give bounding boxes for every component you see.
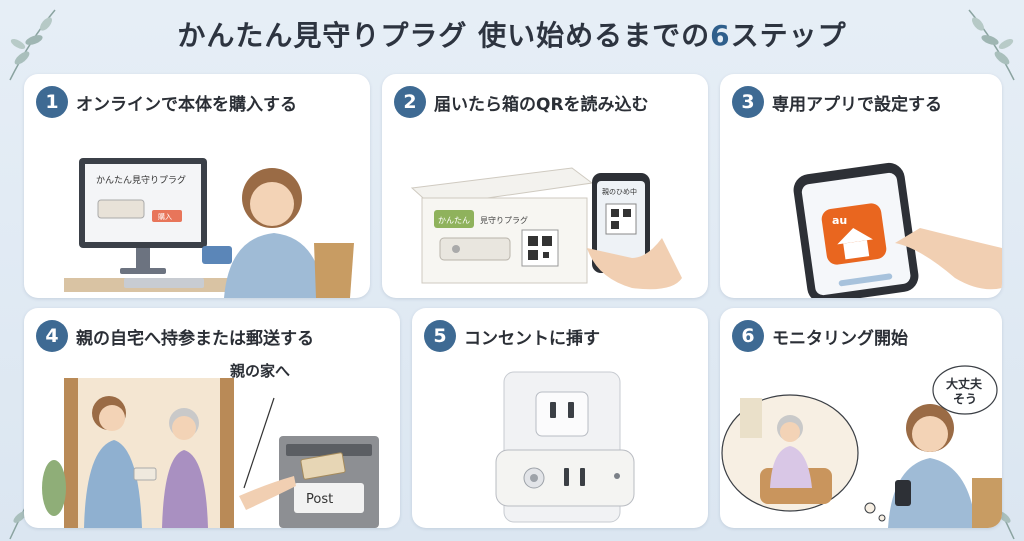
step-label: 親の自宅へ持参または郵送する (76, 328, 314, 349)
step-card-4: 4 親の自宅へ持参または郵送する 親の家へ Post (24, 308, 400, 528)
step-label: 届いたら箱のQRを読み込む (434, 94, 649, 115)
step-label: コンセントに挿す (464, 328, 600, 349)
step-label: オンラインで本体を購入する (76, 94, 297, 115)
mailbox-text: Post (306, 492, 333, 507)
step-number-badge: 6 (732, 320, 764, 352)
step-label: 専用アプリで設定する (772, 94, 942, 115)
step-card-6: 6 モニタリング開始 大丈夫 そう (720, 308, 1002, 528)
step-card-2: 2 届いたら箱のQRを読み込む かんたん 見守りプラグ 親のひめ中 (382, 74, 708, 298)
step-card-3: 3 専用アプリで設定する au (720, 74, 1002, 298)
leaf-decoration-top-left (9, 9, 56, 81)
leaf-decoration-top-right (968, 9, 1015, 81)
delivery-caption: 親の家へ (230, 362, 291, 380)
step-card-1: 1 オンラインで本体を購入する かんたん見守りプラグ 購入 (24, 74, 370, 298)
speech-text-line1: 大丈夫 (946, 376, 983, 391)
buy-button-text: 購入 (158, 212, 172, 221)
box-name-text: 見守りプラグ (480, 215, 528, 225)
illustration-app-setup: au (793, 162, 1002, 298)
title-suffix: ステップ (730, 19, 847, 52)
step-card-5: 5 コンセントに挿す (412, 308, 708, 528)
box-logo-text: かんたん (438, 216, 470, 225)
title-number: 6 (710, 19, 731, 52)
screen-text: かんたん見守りプラグ (96, 174, 186, 186)
illustration-buy-online: かんたん見守りプラグ 購入 (64, 158, 354, 298)
step-number-badge: 4 (36, 320, 68, 352)
page-title: かんたん見守りプラグ 使い始めるまでの6ステップ (0, 14, 1024, 54)
speech-text-line2: そう (953, 392, 977, 406)
step-number-badge: 5 (424, 320, 456, 352)
phone-screen-text: 親のひめ中 (602, 187, 637, 196)
illustration-plug-in (495, 371, 635, 523)
step-number-badge: 2 (394, 86, 426, 118)
illustration-scan-qr: かんたん 見守りプラグ 親のひめ中 (410, 167, 682, 290)
step-label: モニタリング開始 (772, 328, 908, 349)
step-number-badge: 1 (36, 86, 68, 118)
title-main: かんたん見守りプラグ 使い始めるまでの (177, 19, 711, 52)
app-icon-text: au (832, 214, 847, 227)
step-number-badge: 3 (732, 86, 764, 118)
illustration-monitoring: 大丈夫 そう (721, 365, 1002, 528)
illustration-deliver-to-parent: Post (42, 378, 379, 528)
